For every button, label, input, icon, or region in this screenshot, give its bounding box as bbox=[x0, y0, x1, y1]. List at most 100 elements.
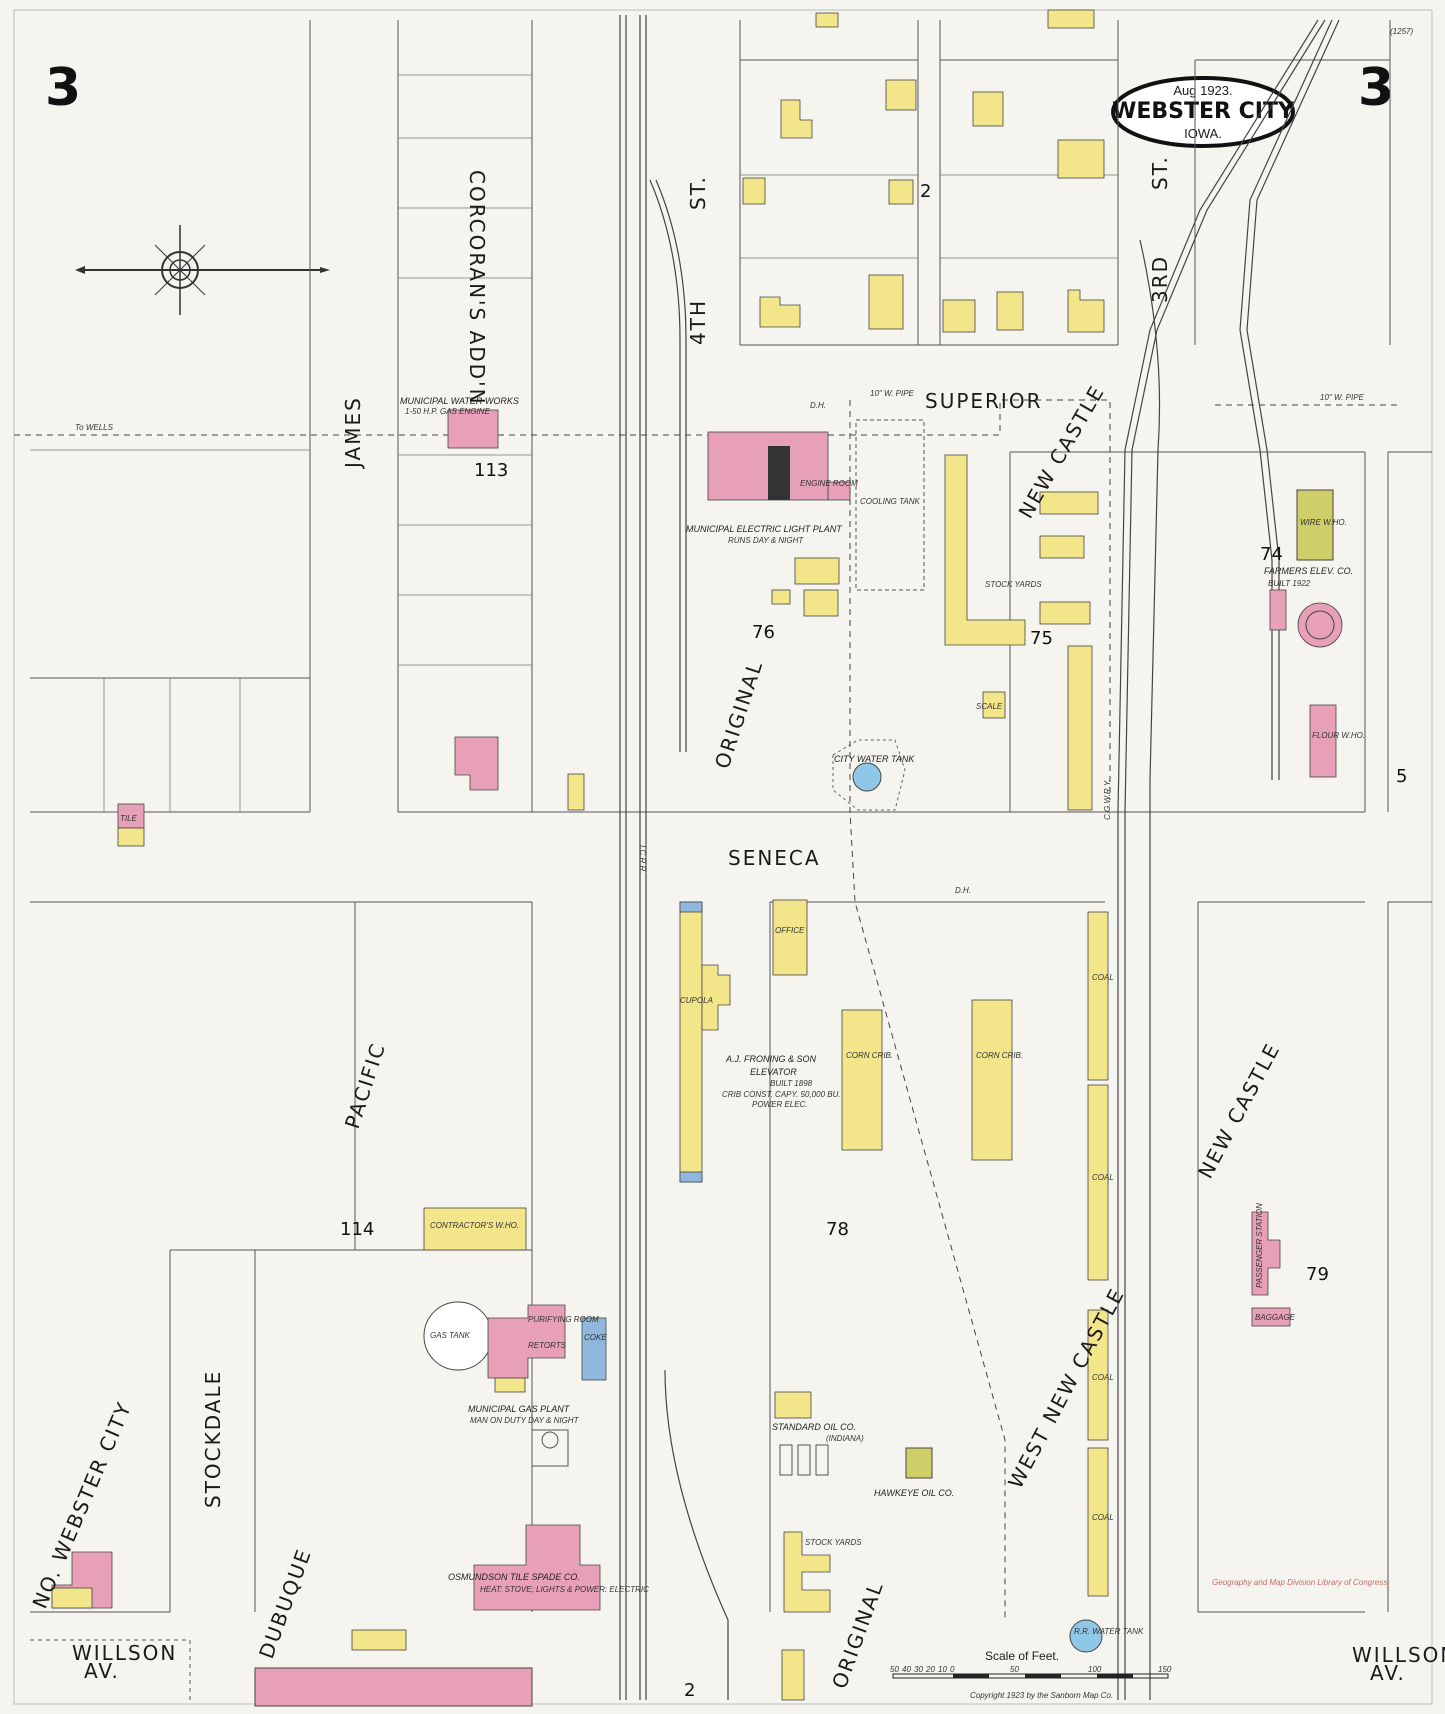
scale-tick-8: 150 bbox=[1158, 1665, 1172, 1674]
block-74: 74 bbox=[1260, 544, 1283, 565]
to-wells-label: To WELLS bbox=[75, 423, 114, 432]
cartouche-oval bbox=[1111, 76, 1295, 148]
bottom-brick-block bbox=[254, 1667, 533, 1707]
shed-1 bbox=[794, 557, 840, 585]
farmers-elev-bin bbox=[1297, 602, 1343, 648]
sheet-border bbox=[13, 9, 1433, 1705]
corner-ref: (1257) bbox=[1390, 27, 1413, 36]
sheet-number-left: 3 bbox=[45, 58, 81, 118]
scale-tick-5: 0 bbox=[950, 1665, 955, 1674]
scale-house bbox=[982, 691, 1006, 719]
top-dwellings bbox=[742, 9, 1105, 333]
block-79: 79 bbox=[1306, 1264, 1329, 1285]
street-willson-left: WILLSON bbox=[72, 1641, 177, 1665]
hawkeye-label: HAWKEYE OIL CO. bbox=[874, 1488, 954, 1498]
coke-shed bbox=[581, 1317, 607, 1381]
street-3rd-suffix: ST. bbox=[1148, 155, 1172, 190]
scale-tick-1: 40 bbox=[902, 1665, 911, 1674]
scale-tick-7: 100 bbox=[1088, 1665, 1102, 1674]
block-78: 78 bbox=[826, 1219, 849, 1240]
coal-label-2: COAL bbox=[1092, 1173, 1114, 1182]
light-plant-boilers bbox=[768, 446, 790, 500]
contractors-wh bbox=[423, 1207, 527, 1251]
farmers-elev-office bbox=[1269, 589, 1287, 631]
light-plant-annex bbox=[827, 481, 851, 501]
baggage-room bbox=[1251, 1307, 1291, 1327]
block-2-bottom: 2 bbox=[684, 1680, 695, 1701]
coal-label-4: COAL bbox=[1092, 1513, 1114, 1522]
water-works-building bbox=[447, 409, 499, 449]
cartouche-city: WEBSTER CITY bbox=[1112, 99, 1295, 124]
wire-wh-building bbox=[1296, 489, 1334, 561]
gas-tank-label: GAS TANK bbox=[430, 1331, 471, 1340]
block-5: 5 bbox=[1396, 766, 1407, 787]
cartouche-date: Aug 1923. bbox=[1173, 83, 1232, 98]
water-works-label: MUNICIPAL WATER WORKS bbox=[400, 396, 519, 406]
street-stockdale: STOCKDALE bbox=[201, 1370, 225, 1508]
street-seneca: SENECA bbox=[728, 846, 821, 870]
pipe-right-label: 10" W. PIPE bbox=[1320, 393, 1365, 402]
froning-built: BUILT 1898 bbox=[770, 1079, 813, 1088]
coal-shed-4 bbox=[1087, 1447, 1109, 1597]
sheet-number-right: 3 bbox=[1358, 58, 1394, 118]
corn-crib-1-label: CORN CRIB. bbox=[846, 1051, 893, 1060]
block-113: 113 bbox=[474, 460, 508, 481]
stock-yards-pen-1 bbox=[1039, 491, 1099, 515]
block-75: 75 bbox=[1030, 628, 1053, 649]
farmers-elev-sub: BUILT 1922 bbox=[1268, 579, 1311, 588]
scale-tick-6: 50 bbox=[1010, 1665, 1019, 1674]
stock-yards-chute bbox=[1067, 645, 1093, 811]
standard-oil-label: STANDARD OIL CO. bbox=[772, 1422, 856, 1432]
street-3rd: 3RD bbox=[1148, 255, 1172, 303]
stock-yards-lower bbox=[783, 1531, 831, 1613]
froning-cupola bbox=[701, 964, 731, 1031]
corn-crib-1 bbox=[841, 1009, 883, 1151]
street-james: JAMES bbox=[341, 396, 365, 470]
water-works-sub: 1-50 H.P. GAS ENGINE bbox=[405, 407, 490, 416]
dh-seneca: D.H. bbox=[955, 886, 971, 895]
gas-plant-label: MUNICIPAL GAS PLANT bbox=[468, 1404, 571, 1414]
compass-rose-icon bbox=[75, 225, 330, 315]
scale-title: Scale of Feet. bbox=[985, 1649, 1059, 1663]
city-water-tank bbox=[852, 762, 882, 792]
hawkeye-oil-building bbox=[905, 1447, 933, 1479]
stock-yards-2-label: STOCK YARDS bbox=[805, 1538, 862, 1547]
scale-label: SCALE bbox=[976, 702, 1003, 711]
block-76: 76 bbox=[752, 622, 775, 643]
coal-shed-3 bbox=[1087, 1309, 1109, 1441]
coal-shed-1 bbox=[1087, 911, 1109, 1081]
cgwry-label: C.G.W.R.Y. bbox=[1103, 779, 1112, 820]
froning-elevator-main bbox=[679, 901, 703, 1183]
osmundson-sub: HEAT: STOVE; LIGHTS & POWER: ELECTRIC bbox=[480, 1585, 649, 1594]
dh-superior: D.H. bbox=[810, 401, 826, 410]
block-2-top: 2 bbox=[920, 181, 931, 202]
flour-wh-building bbox=[1309, 704, 1337, 778]
street-willson-left-suffix: AV. bbox=[84, 1659, 120, 1683]
froning-label: A.J. FRONING & SON bbox=[725, 1054, 817, 1064]
scale-tick-3: 20 bbox=[925, 1665, 935, 1674]
coal-label-3: COAL bbox=[1092, 1373, 1114, 1382]
passenger-station bbox=[1251, 1211, 1281, 1296]
froning-elevator-label: ELEVATOR bbox=[750, 1067, 797, 1077]
coal-shed-2 bbox=[1087, 1084, 1109, 1281]
pipe-superior-label: 10" W. PIPE bbox=[870, 389, 915, 398]
scale-tick-2: 30 bbox=[914, 1665, 923, 1674]
tile-shed-annex bbox=[117, 827, 145, 847]
wire-wh-label: WIRE W.HO. bbox=[1300, 518, 1347, 527]
froning-office bbox=[772, 899, 808, 976]
addition-corcoran: CORCORAN'S ADD'N bbox=[465, 170, 489, 406]
shed-2 bbox=[771, 589, 791, 605]
froning-power: POWER ELEC. bbox=[752, 1100, 808, 1109]
farmers-elev-label: FARMERS ELEV. CO. bbox=[1264, 566, 1353, 576]
tile-label: TILE bbox=[120, 814, 138, 823]
cupola-label: CUPOLA bbox=[680, 996, 713, 1005]
scale-bar: Scale of Feet. 50 40 30 20 10 0 50 100 1… bbox=[890, 1649, 1172, 1679]
water-pipe-superior bbox=[14, 399, 1111, 800]
standard-oil-shed bbox=[774, 1391, 812, 1419]
scale-tick-4: 10 bbox=[938, 1665, 947, 1674]
corn-crib-2-label: CORN CRIB. bbox=[976, 1051, 1023, 1060]
street-willson-right-suffix: AV. bbox=[1370, 1661, 1406, 1685]
light-plant-sub: RUNS DAY & NIGHT bbox=[728, 536, 804, 545]
